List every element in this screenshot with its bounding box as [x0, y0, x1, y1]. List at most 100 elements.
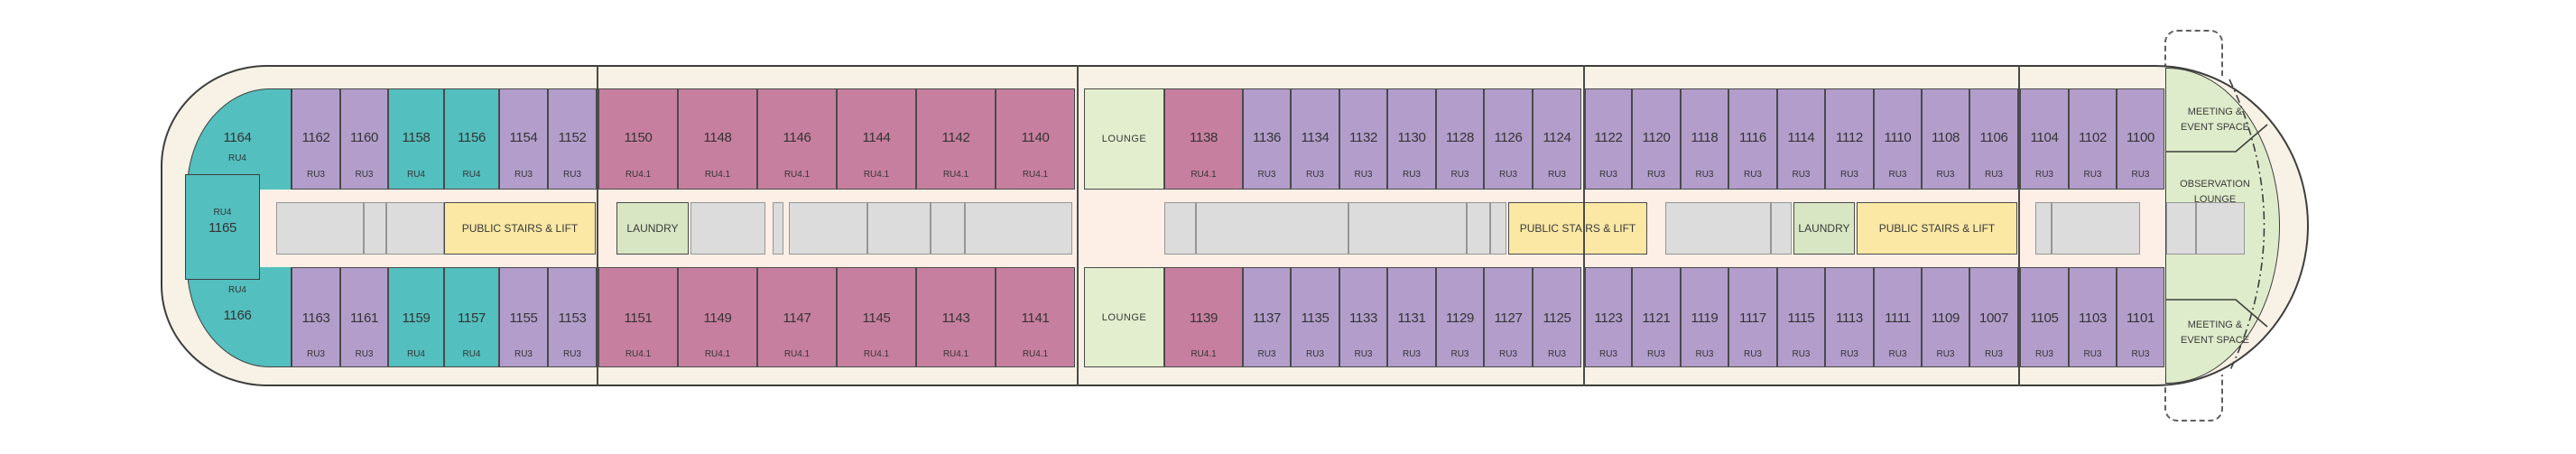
cabin-1165[interactable]: RU4 1165 [185, 174, 260, 280]
cabin-grade: RU4.1 [625, 170, 652, 180]
cabin-number: 1138 [1189, 130, 1219, 145]
cabin-grade: RU4.1 [704, 349, 731, 359]
laundry-label: LAUNDRY [626, 222, 679, 235]
cabin-grade: RU3 [1498, 349, 1517, 359]
meeting-bottom-line1: MEETING & [2187, 320, 2243, 330]
cabin-grade: RU3 [1984, 349, 2003, 359]
cabin-number: 1141 [1021, 310, 1050, 326]
cabin-grade: RU3 [1354, 170, 1373, 180]
service-room [1196, 202, 1348, 255]
cabin-number: 1143 [941, 310, 970, 326]
cabin-number: 1160 [349, 130, 379, 145]
stairs-label: PUBLIC STAIRS & LIFT [461, 222, 579, 235]
cabin-grade: RU4.1 [783, 349, 811, 359]
cabin-number: 1112 [1836, 130, 1863, 145]
lounge-top: LOUNGE [1084, 88, 1164, 190]
cabin-number: 1116 [1739, 130, 1766, 145]
cabin-grade: RU3 [306, 349, 325, 359]
cabin-number: 1115 [1787, 310, 1815, 326]
cabin-number: 1123 [1594, 310, 1623, 326]
service-room [1771, 202, 1792, 255]
service-room [789, 202, 867, 255]
laundry-room: LAUNDRY [1793, 202, 1855, 255]
service-room [2196, 202, 2245, 255]
cabin-grade: RU3 [1695, 170, 1714, 180]
cabin-grade: RU4.1 [783, 170, 811, 180]
observation-line1: OBSERVATION [2180, 179, 2250, 190]
cabin-grade: RU4.1 [942, 170, 969, 180]
lounge-label: LOUNGE [1101, 311, 1147, 323]
cabin-number: 1152 [558, 130, 587, 145]
cabin-grade: RU4.1 [625, 349, 652, 359]
cabin-grade: RU3 [1743, 349, 1762, 359]
cabin-1165-number: 1165 [208, 220, 237, 236]
cabin-number: 1126 [1494, 130, 1523, 145]
cabin-grade: RU4.1 [1022, 349, 1049, 359]
